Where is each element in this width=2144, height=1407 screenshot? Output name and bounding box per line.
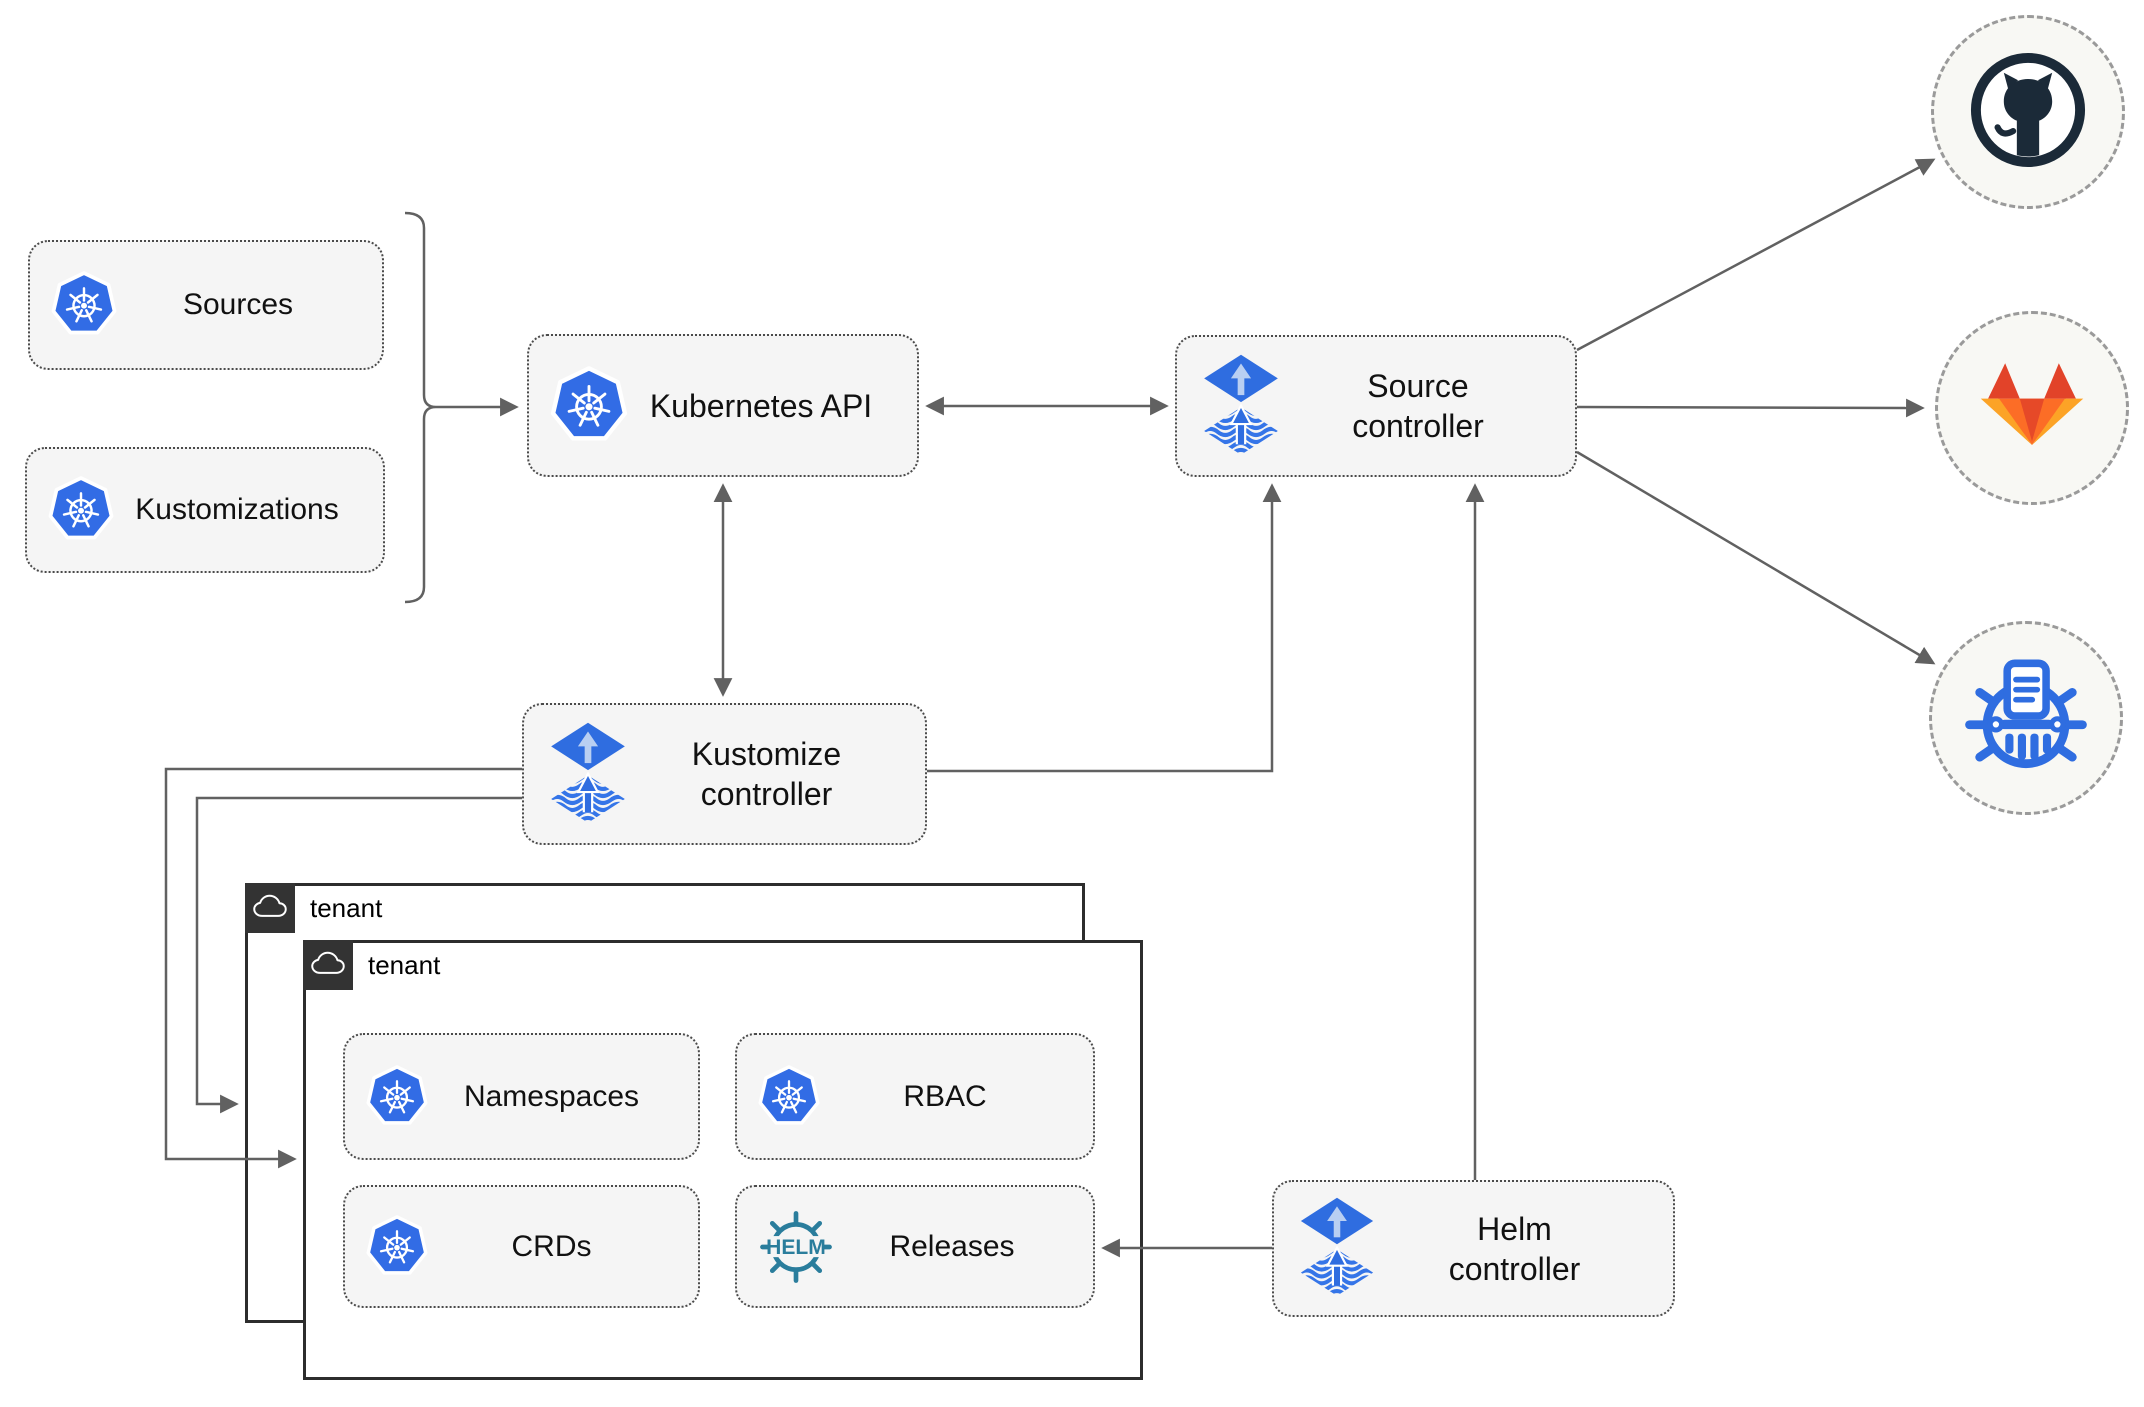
brace-left-group xyxy=(404,211,437,604)
kubernetes-icon xyxy=(365,1214,429,1279)
cloud-icon xyxy=(252,893,288,924)
crds-label: CRDs xyxy=(511,1229,592,1263)
releases-node: HELM Releases xyxy=(735,1185,1095,1308)
kubernetes-icon xyxy=(549,365,629,446)
kustomize-controller-label: Kustomize controller xyxy=(691,736,842,812)
oci-registry-icon xyxy=(1957,647,2095,790)
helm-controller-label: Helm controller xyxy=(1448,1210,1581,1287)
kubernetes-api-label: Kubernetes API xyxy=(649,387,873,424)
namespaces-label: Namespaces xyxy=(463,1079,640,1113)
registry-remote xyxy=(1929,621,2123,815)
kustomizations-node: Kustomizations xyxy=(25,447,385,573)
tenant-tab xyxy=(245,883,295,933)
helm-controller-node: Helm controller xyxy=(1272,1180,1675,1317)
rbac-node: RBAC xyxy=(735,1033,1095,1160)
crds-node: CRDs xyxy=(343,1185,700,1308)
releases-label: Releases xyxy=(889,1229,1015,1263)
tenant-front-container: tenant xyxy=(303,940,1143,1380)
github-remote xyxy=(1931,15,2125,209)
flux-icon xyxy=(1197,353,1285,460)
namespaces-node: Namespaces xyxy=(343,1033,700,1160)
connector-source-registry xyxy=(1576,450,1936,665)
kubernetes-icon xyxy=(365,1064,429,1129)
rbac-label: RBAC xyxy=(903,1079,987,1113)
kubernetes-icon xyxy=(47,476,115,544)
flux-icon xyxy=(1294,1196,1380,1301)
tenant-tab xyxy=(303,940,353,990)
svg-text:HELM: HELM xyxy=(766,1236,826,1259)
helm-icon: HELM xyxy=(757,1208,835,1286)
gitlab-icon xyxy=(1971,345,2093,472)
kustomize-controller-node: Kustomize controller xyxy=(522,703,927,845)
connector-source-github xyxy=(1576,158,1936,352)
source-controller-label: Source controller xyxy=(1352,368,1484,444)
sources-node: Sources xyxy=(28,240,384,370)
kustomizations-label: Kustomizations xyxy=(135,493,339,527)
kubernetes-api-node: Kubernetes API xyxy=(527,334,919,477)
flux-icon xyxy=(544,721,632,828)
tenant-label: tenant xyxy=(310,893,383,923)
cloud-icon xyxy=(310,950,346,981)
kubernetes-icon xyxy=(757,1064,821,1129)
sources-label: Sources xyxy=(182,288,294,322)
source-controller-node: Source controller xyxy=(1175,335,1577,477)
tenant-label: tenant xyxy=(368,950,441,980)
gitlab-remote xyxy=(1935,311,2129,505)
connector-source-gitlab xyxy=(1576,398,1925,418)
github-icon xyxy=(1966,48,2090,177)
kubernetes-icon xyxy=(50,271,118,339)
connector-kustomize-source xyxy=(927,483,1282,773)
